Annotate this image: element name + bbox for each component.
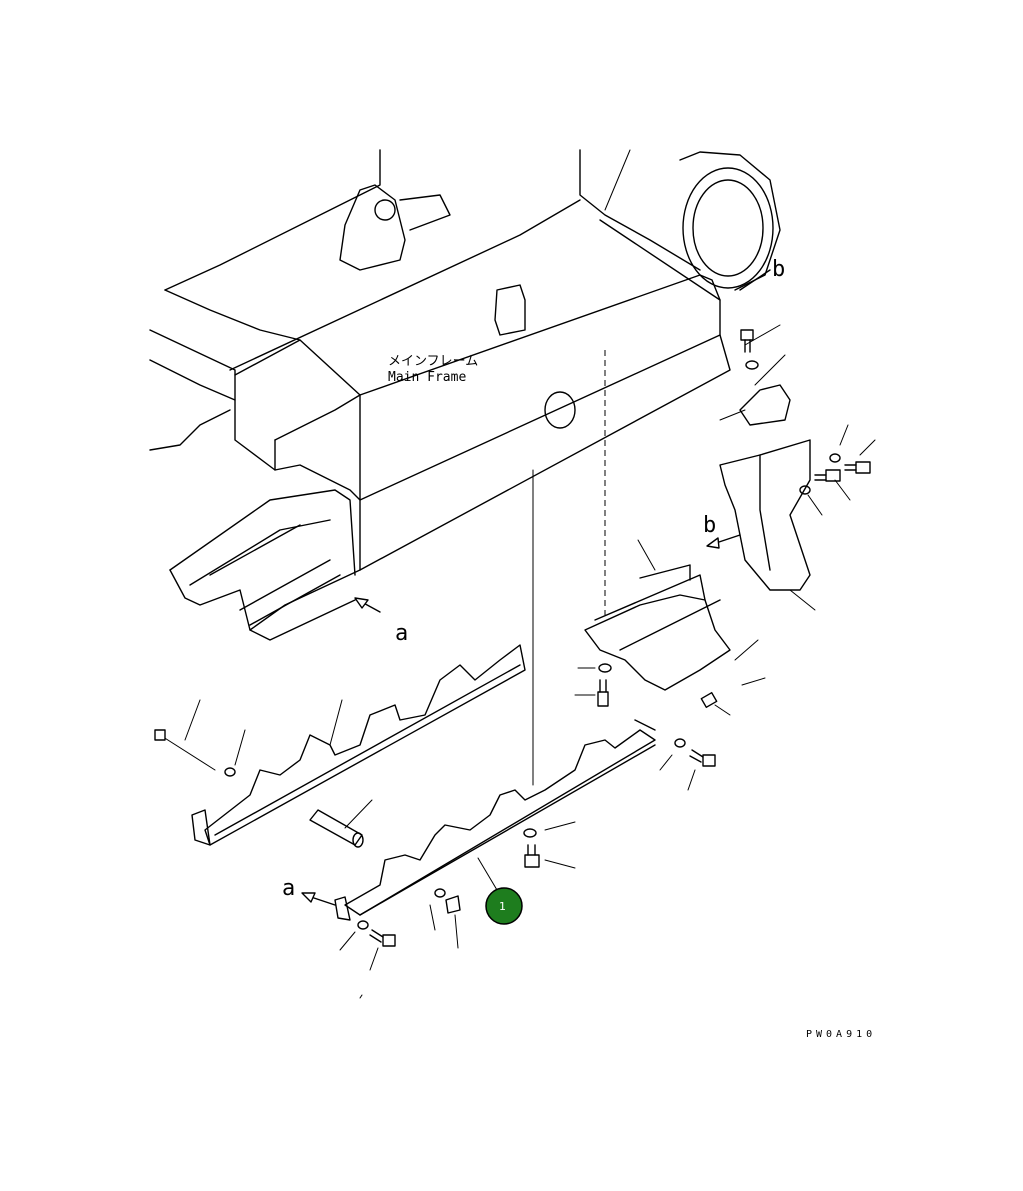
drawing-code: PW0A910: [806, 1029, 876, 1040]
view-a-arrow-bottom: a: [282, 876, 336, 906]
callout-1[interactable]: 1: [485, 887, 523, 925]
cross-member: [574, 539, 766, 716]
view-a-arrow-top: a: [354, 597, 408, 646]
main-frame-jp-label: メインフレーム: [388, 354, 478, 369]
callout-1-circle[interactable]: [485, 887, 523, 925]
track-guard-front: [334, 719, 716, 999]
view-b-mid-label: b: [703, 513, 716, 538]
bracket-assembly: b: [703, 324, 876, 611]
track-guard-rear: [154, 644, 526, 846]
main-frame-drawing: b: [149, 149, 785, 641]
callout-1-number: 1: [499, 900, 506, 913]
view-a-top-label: a: [395, 621, 408, 646]
view-a-bottom-label: a: [282, 876, 295, 901]
main-frame-en-label: Main Frame: [388, 370, 466, 385]
view-b-top-label: b: [772, 257, 785, 282]
pin-part: [309, 799, 373, 848]
